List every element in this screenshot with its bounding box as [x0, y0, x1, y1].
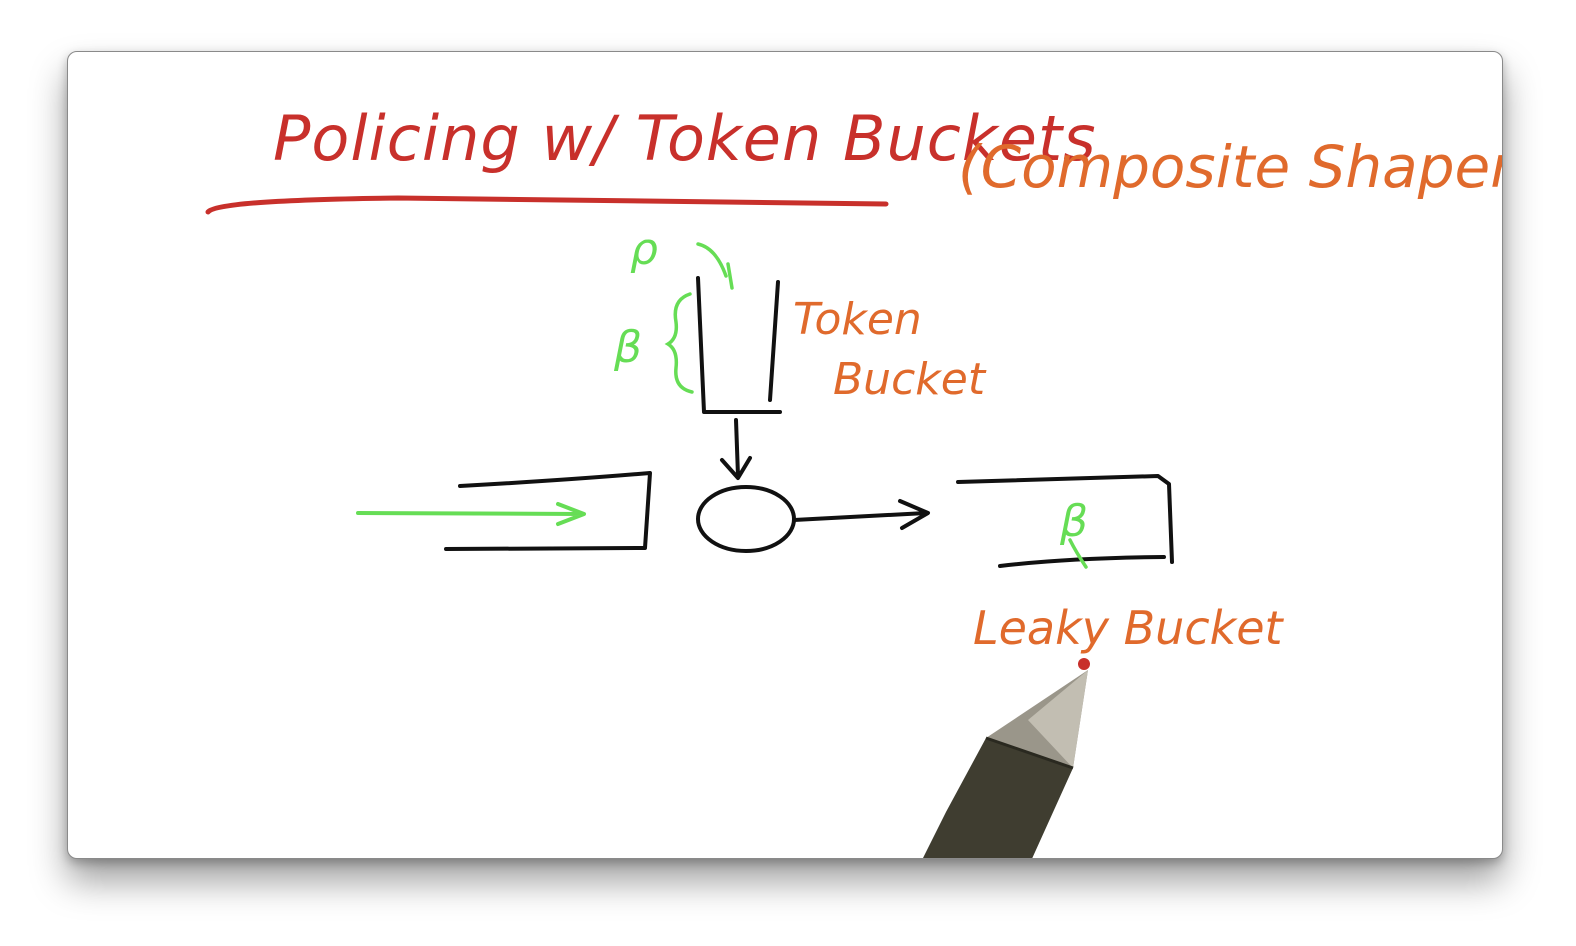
token-arrow: [720, 418, 752, 480]
subtitle-text: (Composite Shaper): [958, 133, 1502, 201]
title-underline: [205, 195, 889, 215]
arrival-arrow: [356, 502, 586, 526]
token-rate-label: ρ: [630, 224, 658, 275]
leaky-bucket-beta-label: β: [1059, 496, 1088, 547]
title-text: Policing w/ Token Buckets: [273, 102, 1097, 175]
policer-node: [696, 485, 796, 553]
whiteboard-frame: Policing w/ Token Buckets (Composite Sha…: [67, 51, 1503, 859]
leaky-bucket-label: Leaky Bucket: [973, 601, 1285, 655]
token-bucket-label-line2: Bucket: [833, 354, 987, 405]
token-drop-mark: [696, 242, 734, 290]
input-queue: [444, 471, 652, 551]
pen-icon: [923, 658, 1090, 858]
output-arrow: [792, 499, 930, 530]
whiteboard: Policing w/ Token Buckets (Composite Sha…: [205, 102, 1502, 858]
token-bucket-label-line1: Token: [793, 294, 922, 345]
token-bucket: [696, 276, 782, 414]
token-depth-label: β: [613, 322, 642, 373]
leaky-bucket-level: [1068, 538, 1088, 569]
token-depth-brace: [664, 292, 694, 394]
leaky-bucket: [956, 474, 1174, 568]
